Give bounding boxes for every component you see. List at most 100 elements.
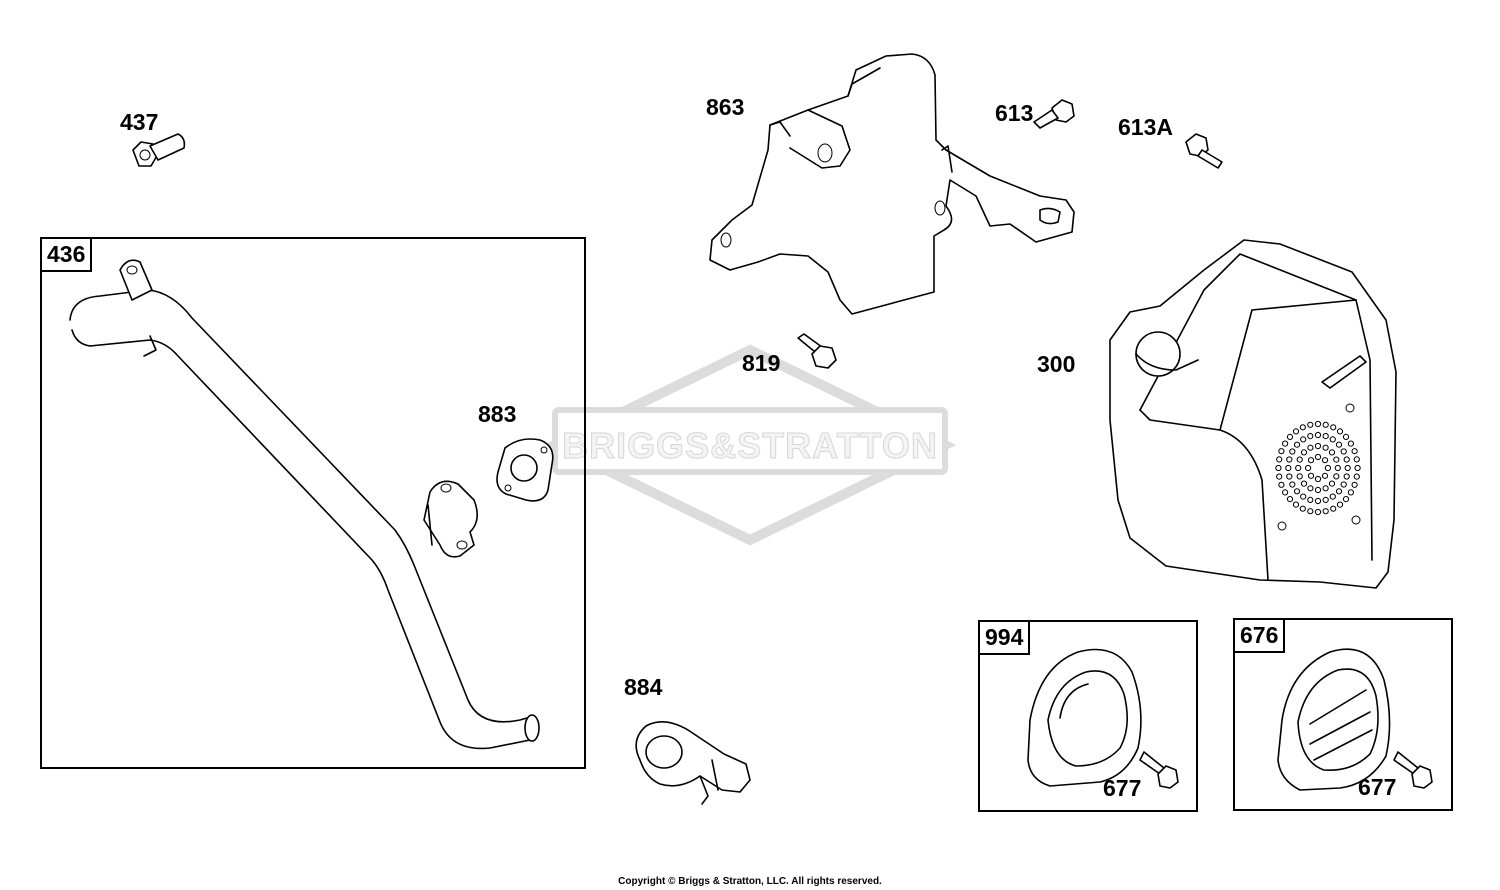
muffler-mount-hole — [1345, 403, 1355, 413]
panel-994: 994 — [978, 620, 1198, 812]
muffler-hole — [1307, 421, 1314, 428]
muffler-hole — [1333, 473, 1340, 480]
muffler-hole — [1314, 431, 1322, 439]
bolt-613-icon — [1033, 99, 1075, 129]
muffler-hole — [1321, 457, 1329, 464]
muffler-hole — [1322, 496, 1329, 503]
muffler-hole — [1307, 472, 1315, 479]
muffler-hole — [1307, 508, 1314, 515]
label-613: 613 — [995, 100, 1034, 126]
muffler-hole — [1351, 448, 1358, 455]
muffler-hole — [1296, 456, 1303, 463]
muffler-hole — [1292, 501, 1300, 508]
muffler-hole — [1333, 456, 1340, 463]
muffler-hole — [1314, 442, 1322, 450]
muffler-hole — [1275, 464, 1282, 472]
label-677-b: 677 — [1358, 774, 1397, 800]
muffler-hole — [1342, 433, 1350, 440]
muffler-hole — [1307, 485, 1314, 492]
watermark-text: BRIGGS&STRATTON — [562, 425, 938, 467]
copyright-notice: Copyright © Briggs & Stratton, LLC. All … — [618, 876, 882, 887]
muffler-hole — [1300, 436, 1307, 443]
muffler-hole — [1286, 456, 1293, 463]
muffler-hole — [1343, 456, 1350, 463]
muffler-hole — [1353, 456, 1360, 463]
muffler-hole — [1330, 424, 1337, 431]
muffler-hole — [1286, 496, 1294, 503]
spark-arrester-cover-676-icon — [1277, 648, 1391, 791]
muffler-hole — [1321, 472, 1329, 479]
bolt-677-b-icon — [1393, 751, 1433, 789]
box-label-676: 676 — [1235, 620, 1286, 653]
muffler-hole — [1289, 481, 1296, 488]
muffler-hole — [1353, 473, 1360, 480]
muffler-hole — [1307, 444, 1314, 451]
muffler-hole — [1334, 464, 1341, 472]
label-677-a: 677 — [1103, 775, 1142, 801]
muffler-hole — [1328, 480, 1336, 487]
bolt-819-icon — [797, 333, 837, 369]
muffler-hole — [1292, 428, 1300, 435]
muffler-hole — [1354, 464, 1361, 472]
muffler-holes — [1275, 403, 1361, 531]
panel-436: 436 — [40, 237, 586, 769]
muffler-hole — [1299, 505, 1306, 512]
muffler-hole — [1293, 488, 1301, 495]
muffler-hole — [1314, 508, 1322, 516]
muffler-hole — [1278, 448, 1285, 455]
muffler-hole — [1286, 473, 1293, 480]
spark-arrester-cover-994-icon — [1027, 648, 1142, 787]
muffler-hole — [1314, 420, 1322, 428]
label-863: 863 — [706, 94, 745, 120]
muffler-hole — [1342, 496, 1350, 503]
muffler-hole — [1336, 428, 1344, 435]
label-883: 883 — [478, 401, 517, 427]
muffler-hole — [1307, 433, 1314, 440]
muffler-hole — [1314, 453, 1322, 461]
muffler-hole — [1296, 473, 1303, 480]
muffler-hole — [1314, 497, 1322, 505]
muffler-hole — [1335, 488, 1343, 495]
muffler-hole — [1282, 440, 1289, 447]
muffler-hole — [1293, 441, 1301, 448]
muffler-hole — [1278, 481, 1285, 488]
muffler-hole — [1307, 496, 1314, 503]
muffler-hole — [1276, 456, 1283, 463]
muffler-hole — [1330, 505, 1337, 512]
muffler-mount-hole — [1277, 521, 1287, 531]
bolt-677-a-icon — [1139, 751, 1179, 789]
muffler-hole — [1286, 433, 1294, 440]
bolt-613a-icon — [1185, 133, 1223, 169]
label-613a: 613A — [1118, 114, 1173, 140]
muffler-hole — [1329, 436, 1336, 443]
muffler-hole — [1328, 449, 1336, 456]
muffler-hole — [1299, 424, 1306, 431]
muffler-hole — [1314, 486, 1322, 494]
muffler-hole — [1322, 433, 1329, 440]
label-884: 884 — [624, 674, 663, 700]
muffler-hole — [1300, 449, 1308, 456]
muffler-hole — [1347, 440, 1355, 447]
muffler-hole — [1343, 473, 1350, 480]
muffler-hole — [1329, 493, 1336, 500]
box-label-436: 436 — [42, 239, 93, 272]
box-label-994: 994 — [980, 622, 1031, 655]
exhaust-pipe-436-icon — [69, 259, 540, 750]
muffler-hole — [1285, 464, 1292, 472]
muffler-hole — [1300, 480, 1308, 487]
muffler-hole — [1340, 448, 1347, 455]
bolt-437-icon — [132, 133, 186, 167]
muffler-hole — [1335, 441, 1343, 448]
muffler-hole — [1336, 501, 1344, 508]
muffler-300-icon — [1109, 239, 1397, 589]
label-819: 819 — [742, 350, 781, 376]
muffler-hole — [1276, 473, 1283, 480]
muffler-hole — [1351, 481, 1358, 488]
muffler-hole — [1307, 457, 1315, 464]
label-300: 300 — [1037, 351, 1076, 377]
muffler-hole — [1295, 464, 1302, 472]
panel-676: 676 — [1233, 618, 1453, 811]
